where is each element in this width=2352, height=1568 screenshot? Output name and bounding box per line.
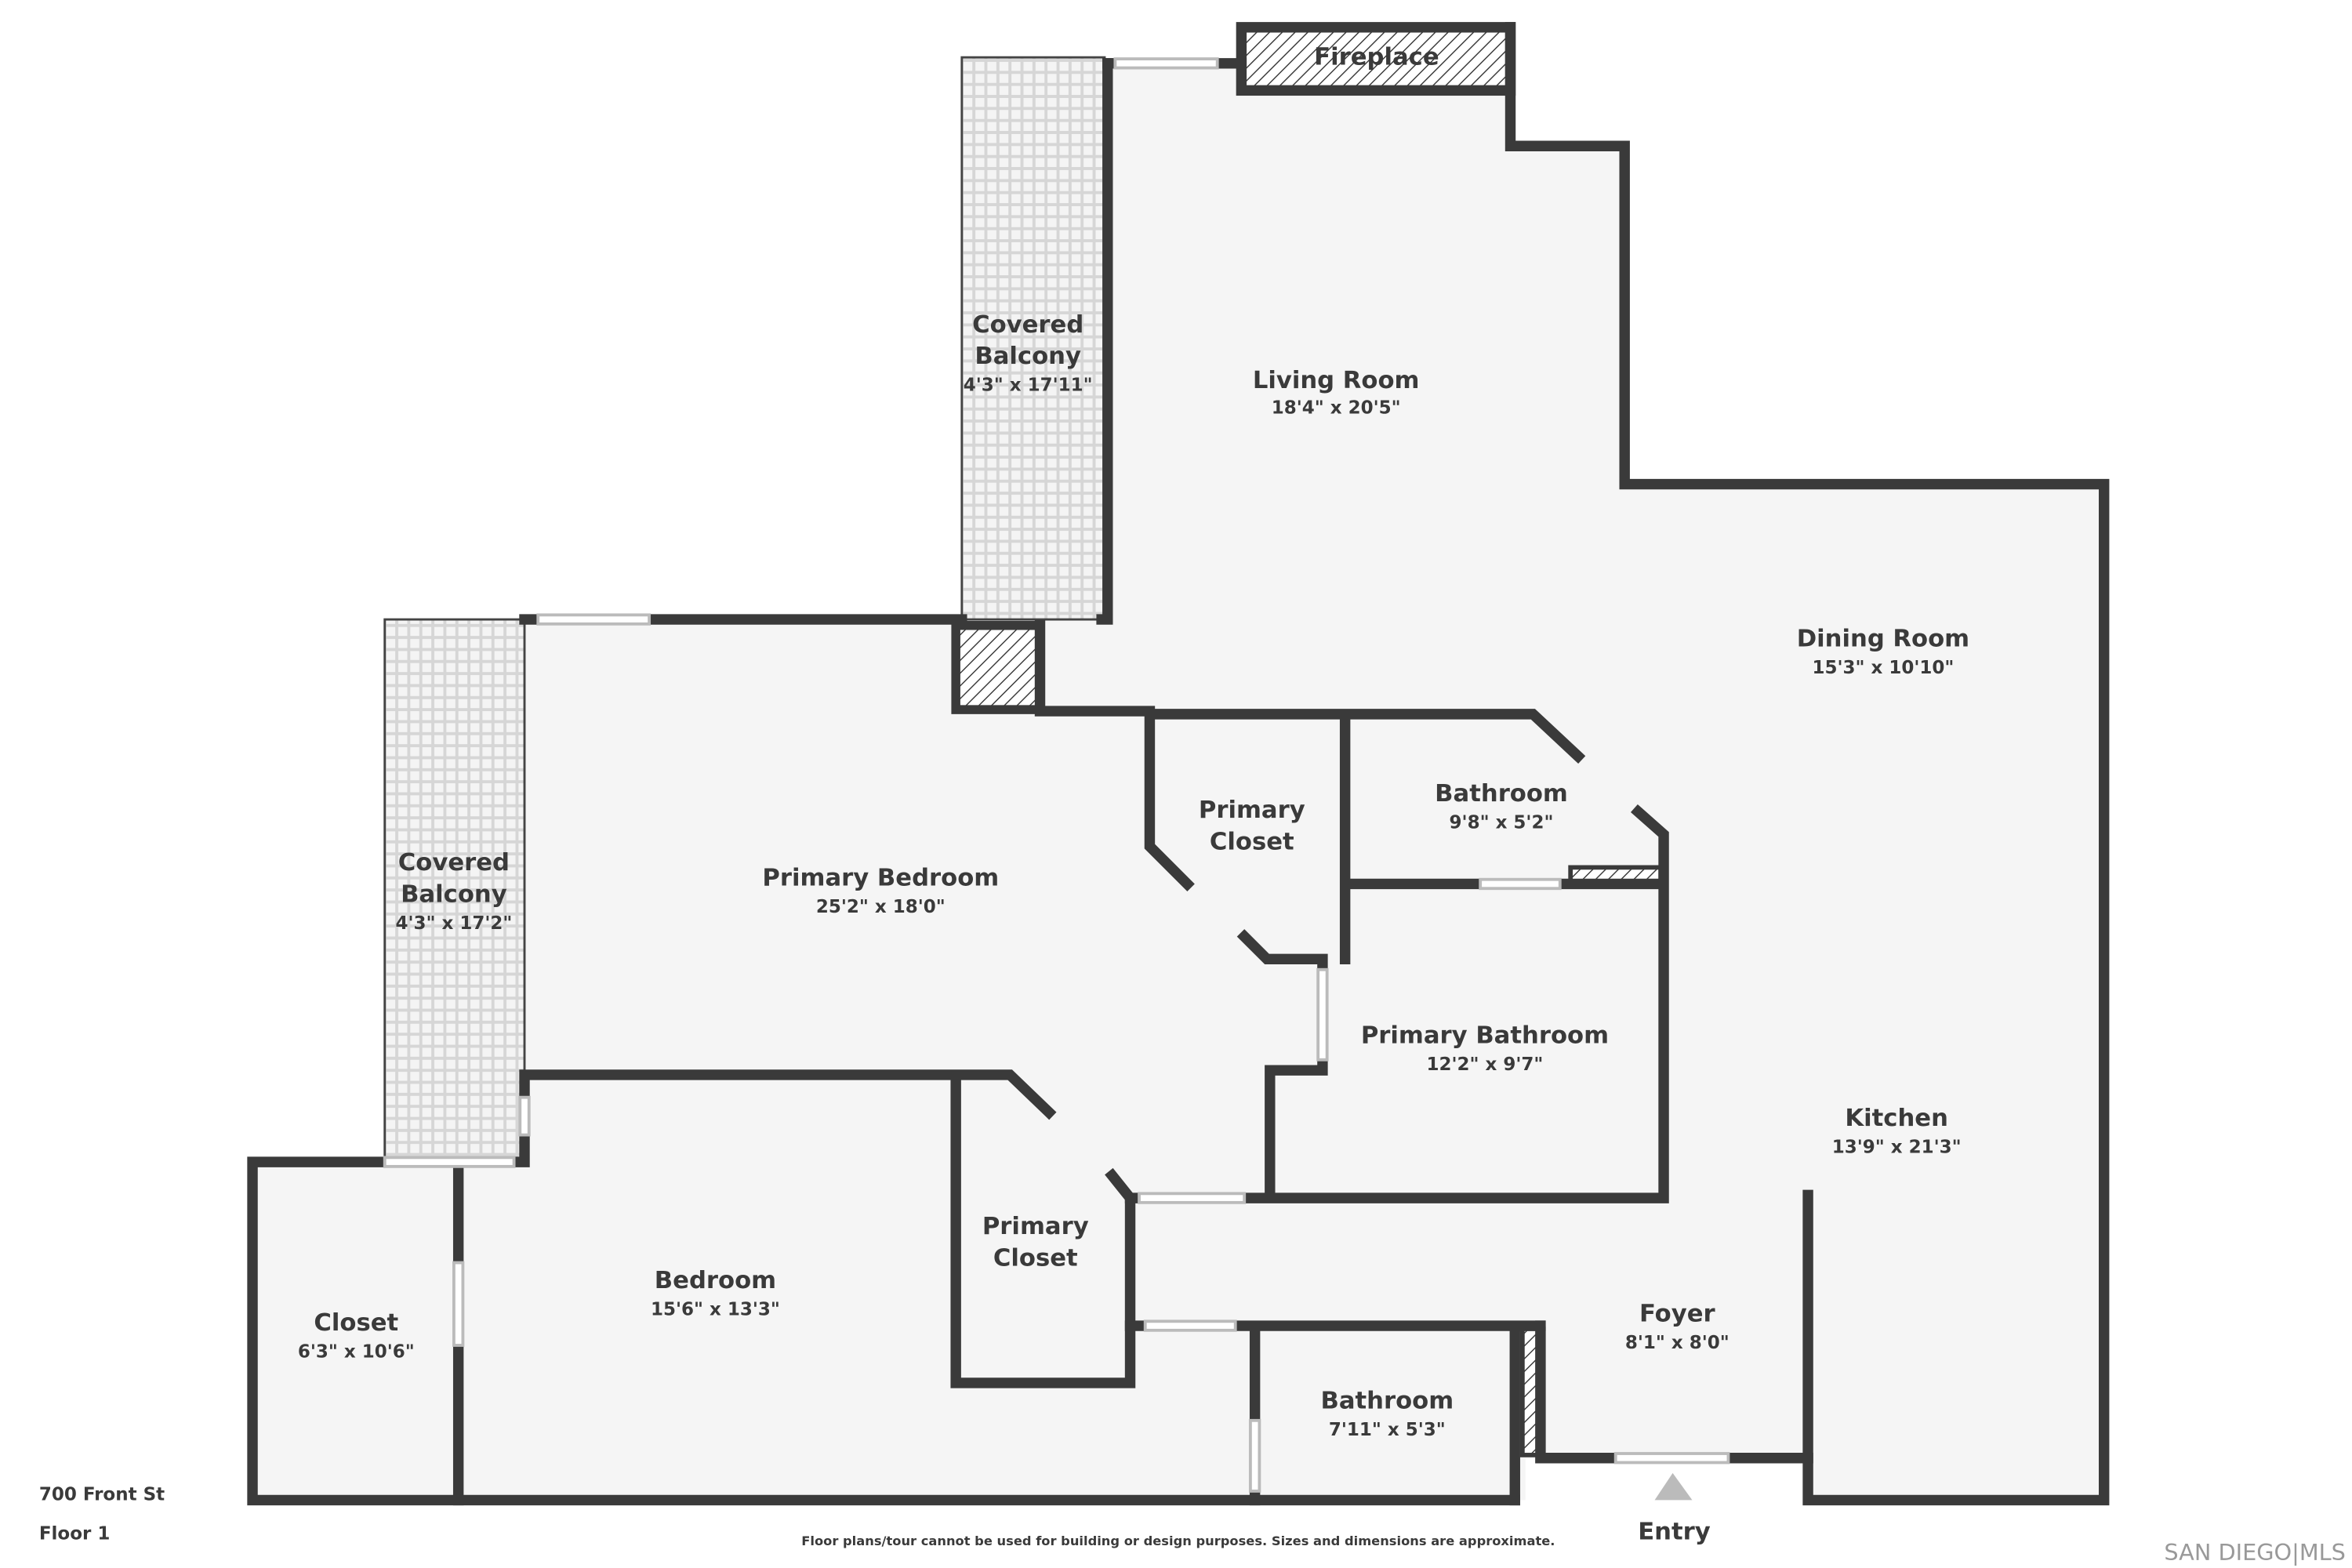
fireplace <box>1236 22 1516 96</box>
chimney-chase <box>951 621 1045 714</box>
floor-label: Floor 1 <box>39 1523 111 1544</box>
closet-label: Closet <box>314 1309 398 1337</box>
balcony-top-label-1: Covered <box>972 311 1083 339</box>
dining-room-size: 15'3" x 10'10" <box>1812 658 1954 678</box>
dining-room-label: Dining Room <box>1797 626 1969 653</box>
balcony-top-label-2: Balcony <box>975 343 1081 370</box>
balcony-top <box>960 56 1106 621</box>
interior-floor <box>252 63 2104 1501</box>
balcony-left <box>383 618 526 1163</box>
primary-closet-2-label-1: Primary <box>982 1213 1089 1240</box>
balcony-left-size: 4'3" x 17'2" <box>395 913 512 934</box>
bedroom-size: 15'6" x 13'3" <box>651 1300 780 1320</box>
doors-windows <box>383 57 1730 1493</box>
primary-bedroom-size: 25'2" x 18'0" <box>816 897 946 917</box>
foyer-size: 8'1" x 8'0" <box>1625 1333 1730 1353</box>
walls <box>247 22 2110 1506</box>
entry-label: Entry <box>1638 1518 1711 1545</box>
living-room-label: Living Room <box>1253 367 1420 394</box>
primary-closet-1-label-2: Closet <box>1210 828 1294 855</box>
bathroom-2-label: Bathroom <box>1320 1387 1454 1414</box>
disclaimer: Floor plans/tour cannot be used for buil… <box>801 1534 1555 1548</box>
bathroom-1-label: Bathroom <box>1435 780 1568 808</box>
balcony-left-label-2: Balcony <box>401 880 507 908</box>
balcony-top-size: 4'3" x 17'11" <box>964 376 1093 396</box>
balcony-left-label-1: Covered <box>398 849 510 877</box>
foyer-label: Foyer <box>1639 1300 1716 1327</box>
kitchen-size: 13'9" x 21'3" <box>1832 1138 1962 1158</box>
primary-bedroom-label: Primary Bedroom <box>762 864 999 891</box>
mls-watermark: SAN DIEGO|MLS <box>2164 1539 2346 1566</box>
primary-bathroom-label: Primary Bathroom <box>1361 1022 1609 1050</box>
bathroom-2-size: 7'11" x 5'3" <box>1329 1420 1446 1440</box>
address: 700 Front St <box>39 1484 165 1504</box>
fireplace-label: Fireplace <box>1314 44 1439 71</box>
primary-bathroom-size: 12'2" x 9'7" <box>1426 1054 1543 1075</box>
closet-size: 6'3" x 10'6" <box>298 1341 415 1362</box>
entry-arrow-icon <box>1654 1472 1693 1501</box>
primary-closet-1-label-1: Primary <box>1199 797 1305 824</box>
living-room-size: 18'4" x 20'5" <box>1272 397 1401 418</box>
bedroom-label: Bedroom <box>655 1267 776 1294</box>
kitchen-label: Kitchen <box>1845 1105 1948 1132</box>
primary-closet-2-label-2: Closet <box>993 1244 1078 1272</box>
bathroom-1-size: 9'8" x 5'2" <box>1450 813 1554 833</box>
